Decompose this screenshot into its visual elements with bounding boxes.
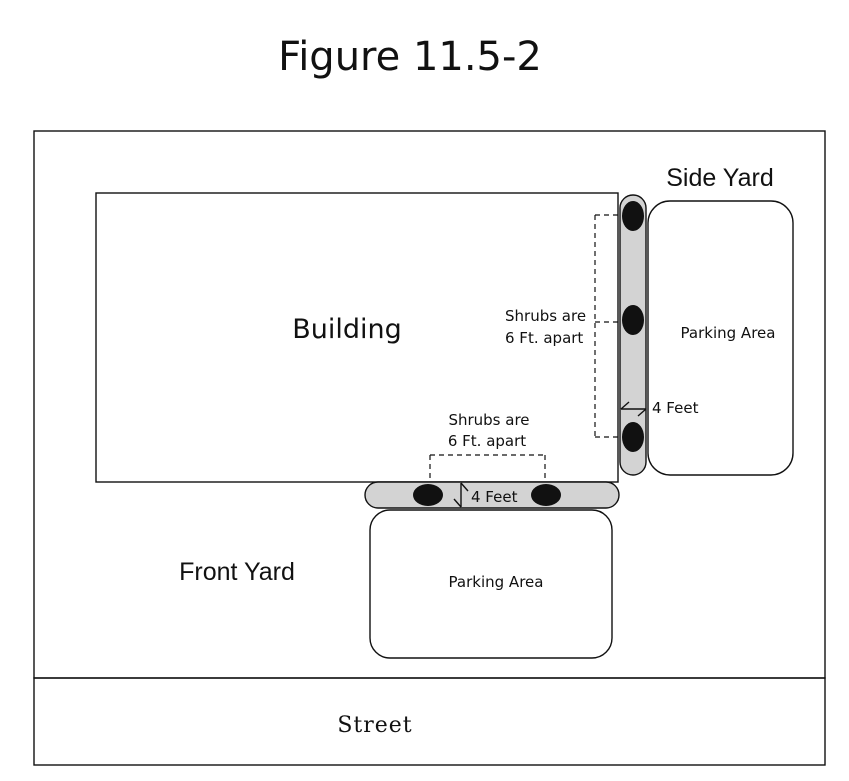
- side-parking-label: Parking Area: [681, 324, 776, 342]
- building: [95, 192, 619, 483]
- front-shrub-spacing-bracket: [429, 454, 546, 480]
- side-shrub-note-line1: Shrubs are: [505, 307, 586, 325]
- building-label: Building: [292, 314, 402, 345]
- front-strip-width-label: 4 Feet: [471, 488, 518, 506]
- front-parking-area: [369, 509, 613, 659]
- lot-boundary: [33, 130, 826, 679]
- front-shrub-right: [531, 484, 561, 506]
- street-area: [33, 677, 826, 766]
- front-shrub-note-line1: Shrubs are: [448, 411, 529, 429]
- side-shrub-spacing-bracket: [594, 214, 618, 438]
- front-yard-label: Front Yard: [179, 558, 295, 586]
- side-shrub-bottom: [622, 422, 644, 452]
- side-strip-width-label: 4 Feet: [652, 399, 699, 417]
- side-strip-width-marker: [620, 401, 647, 417]
- side-shrub-middle: [622, 305, 644, 335]
- side-yard-label: Side Yard: [666, 164, 773, 192]
- side-parking-area: [647, 200, 794, 476]
- side-shrub-note-line2: 6 Ft. apart: [505, 329, 583, 347]
- figure-title: Figure 11.5-2: [278, 34, 542, 80]
- front-parking-label: Parking Area: [449, 573, 544, 591]
- side-shrub-top: [622, 201, 644, 231]
- front-strip-width-marker: [453, 482, 469, 508]
- front-shrub-note-line2: 6 Ft. apart: [448, 432, 526, 450]
- street-label: Street: [337, 713, 412, 738]
- front-shrub-left: [413, 484, 443, 506]
